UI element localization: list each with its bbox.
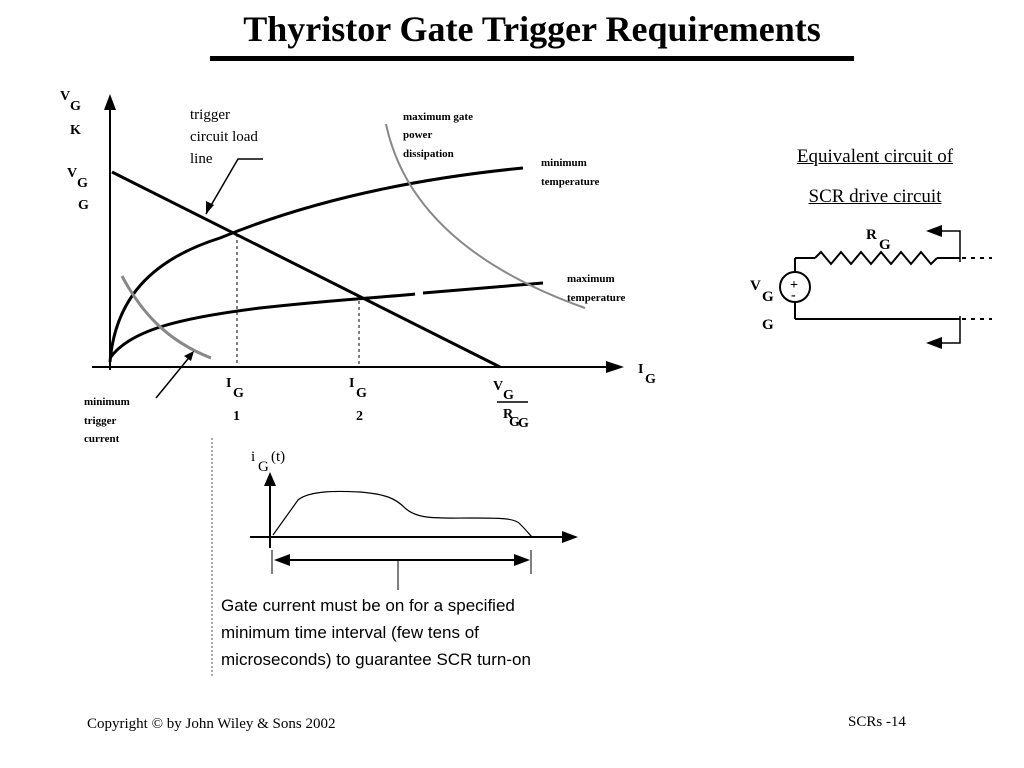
equivalent-circuit-heading-line1: Equivalent circuit of [796,146,954,167]
source-plus: + [790,278,798,293]
max-temperature-annotation: maximum temperature [567,273,626,304]
current-arrow-bottom-head [926,337,942,349]
svg-text:G: G [233,386,244,401]
svg-text:V: V [750,278,761,294]
svg-text:G: G [70,99,81,114]
x-intercept-label: V G R G G [493,379,529,431]
min-temperature-annotation: minimum temperature [541,157,600,188]
footer-copyright: Copyright © by John Wiley & Sons 2002 [87,716,336,732]
duration-arrow-left [274,554,290,566]
svg-text:temperature: temperature [567,292,626,304]
max-power-annotation: maximum gate power dissipation [403,111,473,160]
svg-text:G: G [503,388,514,403]
x-axis-label: I G [638,362,656,387]
svg-text:temperature: temperature [541,176,600,188]
svg-text:G: G [762,317,774,333]
pulse-caption: Gate current must be on for a specified … [221,592,591,673]
svg-text:maximum: maximum [567,273,615,285]
svg-text:current: current [84,433,120,445]
min-trigger-current-curve [120,275,212,360]
pulse-y-label: i G (t) [251,449,285,475]
svg-text:trigger: trigger [190,107,230,123]
equivalent-circuit-heading-line2: SCR drive circuit [808,186,942,207]
caption-line: Gate current must be on for a specified [221,596,515,615]
svg-text:V: V [67,166,77,181]
y-intercept-label: V G G [67,166,89,213]
ig1-label: I G 1 [226,376,244,424]
current-arrow-top [940,230,961,262]
svg-text:G: G [518,416,529,431]
svg-text:line: line [190,151,213,167]
svg-text:(t): (t) [271,449,285,465]
svg-text:V: V [493,379,503,394]
pulse-plot: i G (t) [250,449,578,590]
svg-text:G: G [77,176,88,191]
caption-line: microseconds) to guarantee SCR turn-on [221,650,531,669]
svg-text:trigger: trigger [84,415,116,427]
pulse-x-arrow [562,531,578,543]
title-underline [210,56,854,61]
svg-text:I: I [638,362,643,377]
equivalent-circuit: + - R G V G G [750,225,992,349]
source-label: V G G [750,278,774,333]
resistor-rg [814,250,938,266]
load-line-pointer-head [206,201,214,214]
footer-page-number: SCRs -14 [848,714,906,730]
y-axis-label: V G K [60,89,81,138]
min-temperature-curve [108,166,524,363]
svg-text:G: G [78,198,89,213]
min-current-pointer-head [184,351,194,361]
svg-text:V: V [60,89,70,104]
svg-text:minimum: minimum [84,396,130,408]
svg-text:G: G [356,386,367,401]
pulse-y-arrow [264,472,276,486]
resistor-label: R G [866,227,891,253]
svg-text:R: R [503,407,514,422]
svg-text:G: G [509,415,520,430]
load-line-pointer [205,158,263,215]
y-axis-arrow [104,94,116,110]
svg-text:dissipation: dissipation [403,148,454,160]
svg-text:1: 1 [233,409,240,424]
caption-line: minimum time interval (few tens of [221,623,479,642]
svg-text:G: G [258,459,269,475]
current-arrow-top-head [926,225,942,237]
svg-text:2: 2 [356,409,363,424]
max-power-curve [385,123,586,309]
x-axis-arrow [606,361,624,373]
load-line-annotation: trigger circuit load line [190,107,258,167]
min-current-pointer [155,353,193,399]
svg-text:I: I [349,376,354,391]
current-arrow-bottom [940,316,961,344]
min-trigger-current-annotation: minimum trigger current [84,396,130,445]
load-line [111,170,501,369]
svg-text:circuit load: circuit load [190,129,258,145]
svg-text:K: K [70,123,81,138]
max-temperature-curve-end [422,281,544,295]
svg-text:G: G [645,372,656,387]
svg-text:i: i [251,449,255,465]
svg-text:power: power [403,129,432,141]
max-temperature-curve [108,292,416,359]
svg-text:minimum: minimum [541,157,587,169]
svg-text:G: G [762,289,774,305]
slide-title: Thyristor Gate Trigger Requirements [243,9,821,49]
svg-text:G: G [879,237,891,253]
svg-text:maximum gate: maximum gate [403,111,473,123]
source-minus: - [791,288,796,303]
ig2-label: I G 2 [349,376,367,424]
svg-text:I: I [226,376,231,391]
duration-arrow-right [514,554,530,566]
svg-text:R: R [866,227,877,243]
gate-current-waveform [272,490,533,538]
